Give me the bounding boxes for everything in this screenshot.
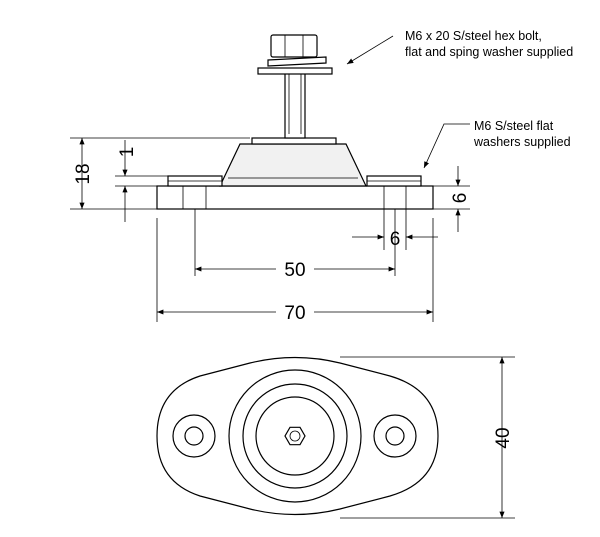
hex-bolt-head: [270, 34, 318, 58]
dim-1: 1: [115, 140, 168, 222]
plan-view: [156, 356, 439, 516]
dim-40: 40: [340, 356, 515, 519]
dim-18: 18: [70, 137, 250, 210]
bolt-center: [289, 430, 301, 442]
dim-6-height: 6: [433, 166, 471, 232]
base-plate: [156, 185, 434, 210]
dim-70-label: 70: [284, 303, 305, 324]
bolt-hex-plan: [284, 426, 306, 446]
dome-cap: [251, 137, 337, 145]
left-hole: [184, 426, 204, 446]
note-washers: M6 S/steel flat washers supplied: [423, 119, 571, 169]
note-bolt-line2: flat and sping washer supplied: [405, 45, 573, 59]
spring-washer: [267, 56, 327, 67]
bolt-shank: [284, 69, 306, 139]
flat-washer: [257, 67, 333, 75]
dim-50: 50: [194, 209, 396, 281]
note-bolt-line1: M6 x 20 S/steel hex bolt,: [405, 29, 542, 43]
dim-6-height-label: 6: [450, 193, 471, 204]
right-hole: [385, 426, 405, 446]
dim-70: 70: [156, 218, 434, 324]
note-bolt: M6 x 20 S/steel hex bolt, flat and sping…: [346, 29, 573, 65]
note-washers-line1: M6 S/steel flat: [474, 119, 554, 133]
rubber-dome: [219, 143, 367, 187]
dome-rim: [242, 383, 348, 489]
left-hole-washer: [172, 414, 216, 458]
dim-50-label: 50: [284, 260, 305, 281]
side-view: [156, 34, 434, 210]
dome-outer: [228, 369, 362, 503]
note-washers-line2: washers supplied: [473, 135, 571, 149]
dim-18-label: 18: [73, 163, 94, 184]
dim-1-label: 1: [117, 147, 138, 158]
right-hole-washer: [373, 414, 417, 458]
plan-outline: [156, 356, 439, 516]
dim-40-label: 40: [493, 427, 514, 448]
dome-cap-plan: [255, 396, 335, 476]
